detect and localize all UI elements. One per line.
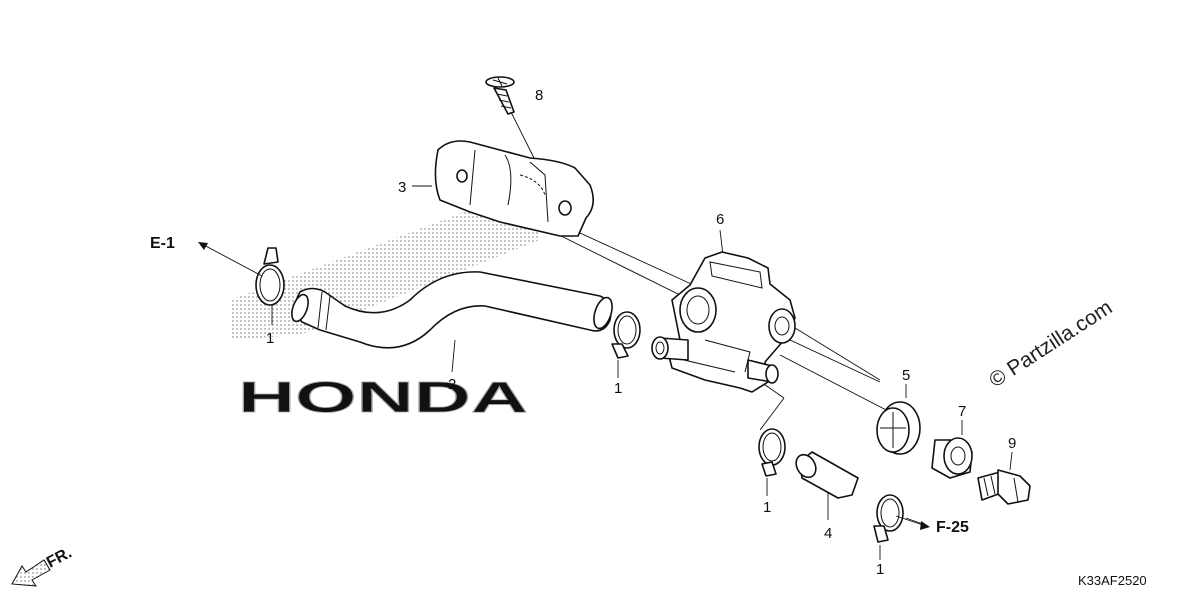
tube-part-4 [795,451,859,499]
clamp-part-1-a [255,247,285,306]
callout-1: 1 [763,499,771,516]
clamp-part-1-c [758,428,786,477]
screw-part-8 [485,76,515,115]
e1-ref-text: E-1 [150,235,175,252]
leader-lines [271,109,1013,560]
callouts: 1 1 1 1 2 3 4 5 6 7 8 9 [266,87,1016,578]
callout-9: 9 [1008,435,1016,452]
e1-reference: E-1 [150,235,263,277]
callout-4: 4 [824,525,832,542]
collar-part-7 [931,437,973,479]
air-valve-part-6 [651,251,796,393]
callout-5: 5 [902,367,910,384]
callout-6: 6 [716,211,724,228]
f25-reference: F-25 [895,515,969,536]
callout-3: 3 [398,179,406,196]
callout-1: 1 [266,330,274,347]
catalog-code: K33AF2520 [1078,573,1147,588]
callout-1: 1 [614,380,622,397]
clamp-part-1-d [873,494,904,543]
callout-7: 7 [958,403,966,420]
honda-watermark-text: HONDA [238,373,528,422]
callout-8: 8 [535,87,543,104]
bracket-part-3 [434,140,594,237]
front-arrow-icon [11,559,51,587]
clamp-part-1-b [611,311,641,359]
copyright-watermark: © Partzilla.com [985,296,1116,392]
callout-2: 2 [448,376,456,393]
front-direction-indicator: FR. [11,544,75,587]
f25-ref-text: F-25 [936,519,969,536]
hose-part-2 [291,271,613,349]
callout-1: 1 [876,561,884,578]
grommet-part-5 [876,401,921,455]
bolt-part-9 [977,469,1031,505]
